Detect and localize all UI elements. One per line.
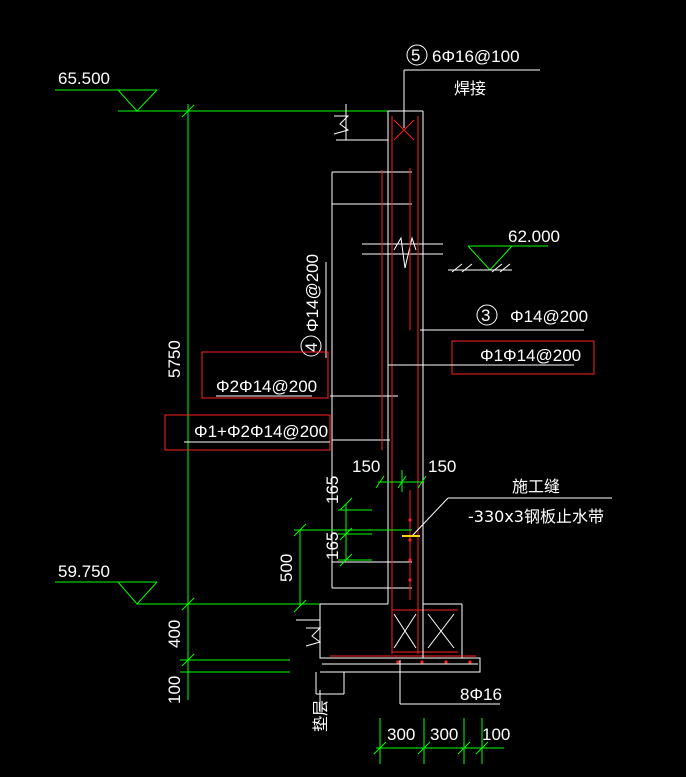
dim-haunch: 165 165 500 (277, 476, 412, 613)
cushion-text: 垫层 (311, 700, 330, 732)
callout-box-rebar-12: Φ1+Φ2Φ14@200 (164, 414, 331, 451)
dim-gap-bottom-text: 165 (323, 532, 342, 560)
callout-box-rebar-2: Φ2Φ14@200 (201, 351, 329, 399)
construction-joint-callout: 施工缝 -330x3钢板止水带 (402, 477, 612, 537)
rebar1-box-text: Φ1Φ14@200 (480, 346, 581, 365)
dim-wall-right-text: 150 (428, 457, 456, 476)
dim-footing-a-text: 300 (387, 725, 415, 744)
level-marker-top: 65.500 (55, 69, 388, 112)
level-bottom-text: 59.750 (58, 562, 110, 581)
level-top-text: 65.500 (58, 69, 110, 88)
weld-text: 焊接 (454, 79, 486, 98)
dim-pad: 100 (165, 676, 184, 704)
callout-rebar-3: 3 Φ14@200 (420, 304, 588, 331)
dim-gap-top-text: 165 (323, 476, 342, 504)
dim-haunch-text: 500 (277, 554, 296, 582)
dim-wall-left-text: 150 (352, 457, 380, 476)
rebar3-spec: Φ14@200 (510, 307, 588, 326)
dim-wall-height: 5750 (165, 340, 184, 378)
rebar-lines (330, 116, 476, 658)
dim-footing: 300 300 100 (373, 718, 510, 764)
rebar4-spec: Φ14@200 (303, 254, 322, 332)
dim-base: 400 (165, 620, 184, 648)
cushion-layer: 垫层 (311, 663, 478, 732)
rebar5-spec: 6Φ16@100 (432, 47, 520, 66)
rebar-dots (396, 518, 472, 664)
joint-title-text: 施工缝 (512, 477, 560, 496)
callout-box-rebar-1: Φ1Φ14@200 (388, 340, 595, 375)
level-marker-ground: 62.000 (448, 227, 560, 273)
rebar5-number: 5 (411, 46, 420, 65)
rebar2-box-text: Φ2Φ14@200 (216, 377, 317, 396)
callout-rebar-4: 4 Φ14@200 (300, 254, 327, 358)
wall-outline (296, 104, 481, 673)
bottom-bars-text: 8Φ16 (460, 685, 502, 704)
level-ground-text: 62.000 (508, 227, 560, 246)
dim-wall-thickness: 150 150 (352, 457, 456, 492)
dim-footing-b-text: 300 (430, 725, 458, 744)
rebar4-number: 4 (302, 343, 321, 352)
callout-bottom-bars: 8Φ16 (399, 660, 502, 705)
dim-footing-c-text: 100 (482, 725, 510, 744)
dimension-chain-left: 5750 400 100 (165, 104, 290, 704)
callout-rebar-5: 5 6Φ16@100 焊接 (403, 44, 540, 128)
level-marker-bottom: 59.750 (55, 562, 388, 605)
rebar12-box-text: Φ1+Φ2Φ14@200 (194, 422, 328, 441)
joint-spec-text: -330x3钢板止水带 (468, 507, 604, 526)
rebar3-number: 3 (481, 306, 490, 325)
